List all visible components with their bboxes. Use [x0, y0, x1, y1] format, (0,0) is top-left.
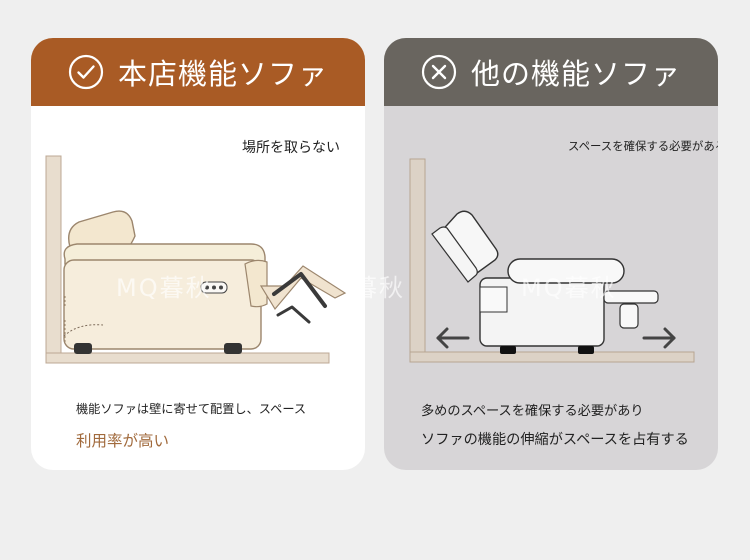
reclined-sofa [431, 210, 659, 354]
callout-space-required: スペースを確保する必要がある [568, 139, 718, 153]
card-title-other-sofa: 他の機能ソファ [471, 57, 682, 91]
left-description-line-2: 利用率が高い [76, 432, 170, 450]
card-title-our-sofa: 本店機能ソファ [118, 57, 329, 91]
card-header-our-sofa: 本店機能ソファ [31, 38, 365, 106]
card-header-other-sofa: 他の機能ソファ [384, 38, 718, 106]
right-description-line-1: 多めのスペースを確保する必要があり [421, 404, 644, 419]
space-consuming-recliner-illustration [409, 158, 695, 363]
cross-circle-icon [421, 54, 457, 90]
comparison-card-our-sofa: 本店機能ソファ 場所を取らない 機能ソファは壁に寄せて配置し、スペース 利用率が… [31, 38, 365, 470]
recliner-sofa [63, 210, 347, 354]
arrow-left-icon [436, 327, 470, 349]
left-description-line-1: 機能ソファは壁に寄せて配置し、スペース [76, 402, 307, 416]
comparison-card-other-sofa: 他の機能ソファ スペースを確保する必要がある 多めのスペースを確保する必要 [384, 38, 718, 470]
corner-dotted-guide [63, 324, 104, 337]
left-floor-and-wall [45, 155, 330, 364]
right-floor-and-wall [409, 158, 695, 363]
callout-space-saving: 場所を取らない [242, 140, 340, 156]
arrow-right-icon [642, 327, 676, 349]
right-description-line-2: ソファの機能の伸縮がスペースを占有する [421, 432, 689, 448]
wall-hugging-recliner-illustration [45, 155, 347, 364]
checkmark-circle-icon [68, 54, 104, 90]
